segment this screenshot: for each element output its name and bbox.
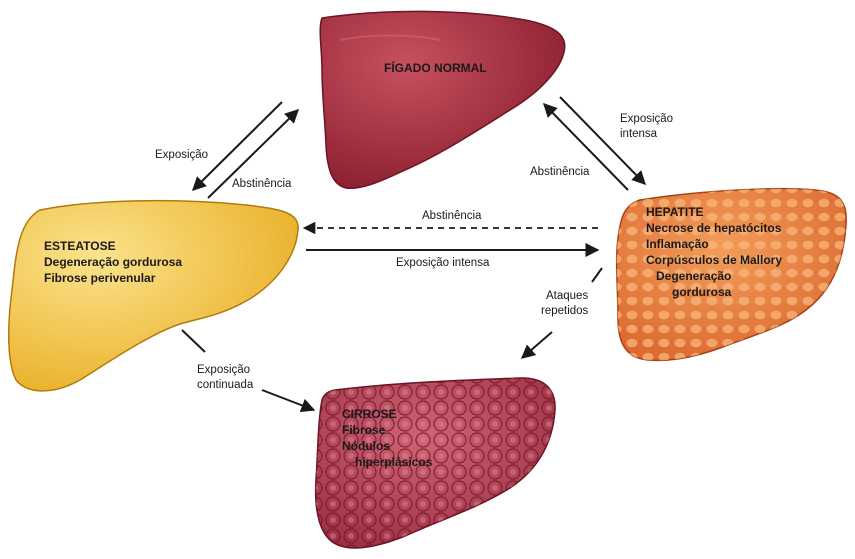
hepatitis-line-4: Degeneração: [656, 269, 731, 283]
cirrhosis-line-3: hiperplásicos: [355, 455, 433, 469]
hepatitis-line-5: gordurosa: [672, 285, 732, 299]
steatosis-liver-shape: [9, 201, 298, 391]
label-exposure-left: Exposição: [155, 149, 208, 161]
arrow-hepatitis-to-cirrhosis-start: [592, 268, 602, 282]
label-continued-exposure-2: continuada: [197, 379, 254, 391]
normal-liver: [320, 11, 565, 188]
hepatitis-title: HEPATITE: [646, 205, 704, 219]
steatosis-liver: [9, 201, 298, 391]
label-abstinence-right: Abstinência: [530, 166, 590, 178]
arrow-steatosis-to-cirrhosis: [262, 390, 314, 410]
cirrhosis-title: CIRROSE: [342, 407, 397, 421]
steatosis-line-2: Fibrose perivenular: [44, 271, 156, 285]
cirrhosis-liver: [316, 378, 555, 548]
label-intense-exposure-middle: Exposição intensa: [396, 257, 490, 269]
label-repeated-attacks-1: Ataques: [546, 290, 588, 302]
arrow-steatosis-to-cirrhosis-start: [182, 330, 205, 352]
normal-liver-title: FÍGADO NORMAL: [384, 60, 487, 75]
arrow-normal-to-steatosis: [193, 102, 282, 190]
steatosis-line-1: Degeneração gordurosa: [44, 255, 182, 269]
hepatitis-line-3: Corpúsculos de Mallory: [646, 253, 782, 267]
label-repeated-attacks-2: repetidos: [541, 305, 589, 317]
arrow-hepatitis-to-cirrhosis: [522, 332, 552, 358]
label-abstinence-middle: Abstinência: [422, 210, 482, 222]
hepatitis-line-1: Necrose de hepatócitos: [646, 221, 782, 235]
hepatitis-line-2: Inflamação: [646, 237, 709, 251]
label-exposure-right-2: intensa: [620, 128, 658, 140]
label-exposure-right-1: Exposição: [620, 113, 673, 125]
cirrhosis-line-1: Fibrose: [342, 423, 386, 437]
label-continued-exposure-1: Exposição: [197, 364, 250, 376]
label-abstinence-left: Abstinência: [232, 178, 292, 190]
cirrhosis-line-2: Nódulos: [342, 439, 390, 453]
steatosis-title: ESTEATOSE: [44, 239, 116, 253]
